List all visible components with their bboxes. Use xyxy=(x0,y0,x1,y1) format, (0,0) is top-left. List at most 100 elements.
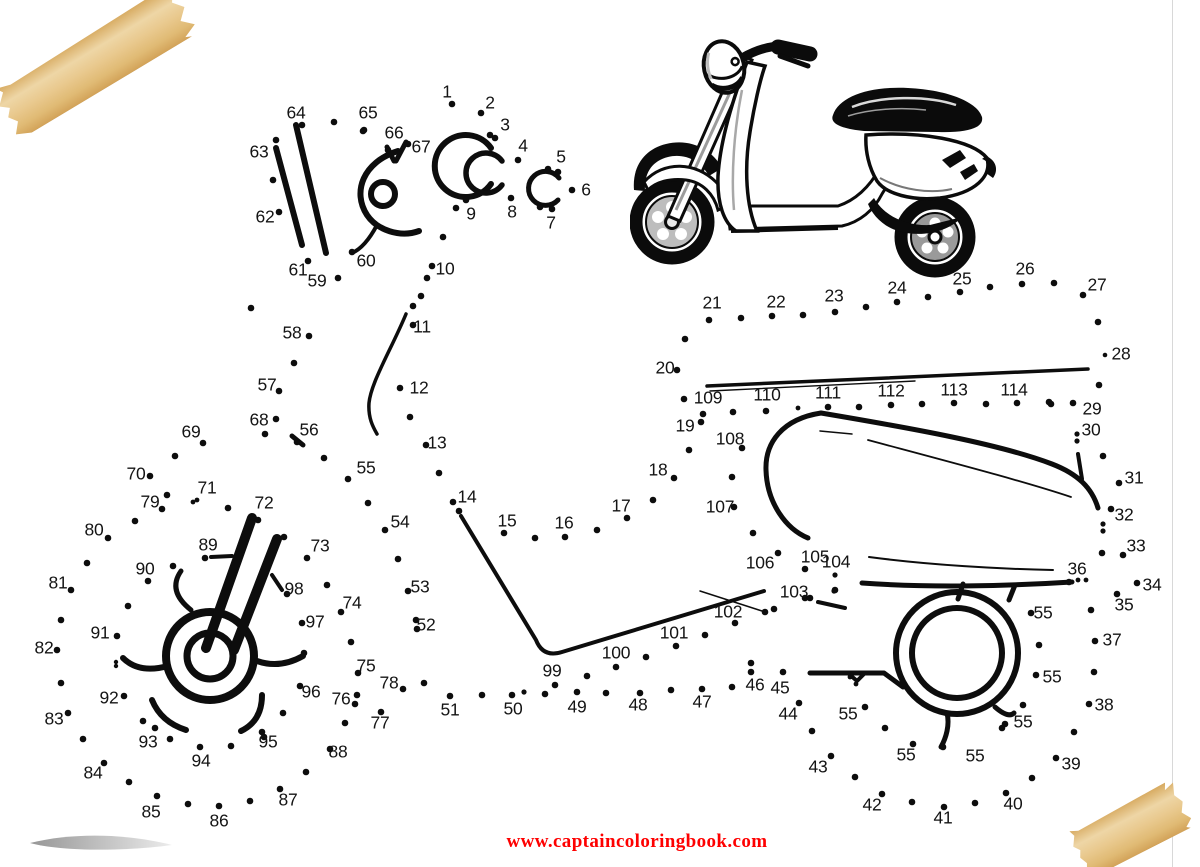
puzzle-dot xyxy=(341,719,349,727)
puzzle-dot xyxy=(53,646,61,654)
dot-number: 31 xyxy=(1124,467,1144,488)
dot-number: 41 xyxy=(933,807,953,828)
puzzle-stroke xyxy=(938,710,951,750)
dot-number: 43 xyxy=(808,756,828,777)
dot-number: 72 xyxy=(254,492,274,513)
dot-number: 55 xyxy=(1033,602,1053,623)
puzzle-dot xyxy=(761,608,769,616)
puzzle-dot xyxy=(399,685,407,693)
puzzle-dot xyxy=(276,785,284,793)
puzzle-dot xyxy=(561,533,569,541)
puzzle-dot xyxy=(125,778,133,786)
puzzle-dot xyxy=(139,717,147,725)
puzzle-dot xyxy=(348,248,356,256)
dot-number: 54 xyxy=(390,511,410,532)
puzzle-dot xyxy=(1074,438,1080,444)
puzzle-dot xyxy=(1052,754,1060,762)
dot-number: 13 xyxy=(427,432,447,453)
puzzle-dot xyxy=(396,384,404,392)
puzzle-dot xyxy=(215,802,223,810)
dot-number: 30 xyxy=(1081,419,1101,440)
puzzle-dot xyxy=(330,118,338,126)
puzzle-stroke xyxy=(459,514,766,656)
puzzle-ring xyxy=(893,589,1021,717)
puzzle-dot xyxy=(275,208,283,216)
dot-number: 94 xyxy=(191,750,211,771)
puzzle-dot xyxy=(779,668,787,676)
puzzle-dot xyxy=(908,798,916,806)
puzzle-dot xyxy=(909,740,917,748)
puzzle-dot xyxy=(847,674,853,680)
puzzle-dot xyxy=(649,496,657,504)
dot-number: 37 xyxy=(1102,629,1122,650)
puzzle-dot xyxy=(1019,701,1027,709)
puzzle-dot xyxy=(1107,505,1115,513)
dot-number: 38 xyxy=(1094,694,1114,715)
puzzle-dot xyxy=(950,399,958,407)
dot-number: 48 xyxy=(628,694,648,715)
shadow-swoosh xyxy=(30,835,172,850)
puzzle-dot xyxy=(747,659,755,667)
puzzle-dot xyxy=(1075,577,1081,583)
puzzle-dot xyxy=(851,773,859,781)
dot-number: 114 xyxy=(1000,379,1028,400)
puzzle-dot xyxy=(347,638,355,646)
engine-block xyxy=(868,198,962,234)
puzzle-dot xyxy=(190,499,196,505)
watermark-url: www.captaincoloringbook.com xyxy=(506,831,768,852)
puzzle-dot xyxy=(521,689,527,695)
puzzle-dot xyxy=(300,649,308,657)
puzzle-dot xyxy=(448,100,456,108)
helmet-icon xyxy=(701,39,747,95)
puzzle-dot xyxy=(1079,291,1087,299)
puzzle-dot xyxy=(593,526,601,534)
scooter-reference-image xyxy=(630,39,997,278)
dot-number: 1 xyxy=(442,81,452,102)
puzzle-dot xyxy=(258,728,266,736)
puzzle-dot xyxy=(768,312,776,320)
dot-number: 93 xyxy=(138,731,158,752)
seat-gloss xyxy=(851,96,957,109)
dot-number: 83 xyxy=(44,708,64,729)
puzzle-dot xyxy=(827,752,835,760)
dot-number: 70 xyxy=(126,463,146,484)
puzzle-dot xyxy=(260,733,268,741)
puzzle-stroke xyxy=(1076,452,1084,481)
dot-number: 76 xyxy=(331,688,351,709)
dot-number: 92 xyxy=(99,687,119,708)
puzzle-dot xyxy=(1013,399,1021,407)
puzzle-dot xyxy=(227,742,235,750)
puzzle-dot xyxy=(1100,528,1106,534)
puzzle-dot xyxy=(1027,609,1035,617)
puzzle-dot xyxy=(508,691,516,699)
puzzle-dot xyxy=(166,735,174,743)
puzzle-dot xyxy=(435,469,443,477)
puzzle-dot xyxy=(196,743,204,751)
puzzle-dot xyxy=(705,316,713,324)
dot-number: 56 xyxy=(299,419,319,440)
puzzle-dot xyxy=(279,709,287,717)
puzzle-stroke xyxy=(254,653,306,668)
dot-number: 28 xyxy=(1111,343,1131,364)
puzzle-dot xyxy=(795,699,803,707)
puzzle-dot xyxy=(303,554,311,562)
puzzle-dot xyxy=(672,642,680,650)
puzzle-dot xyxy=(413,625,421,633)
puzzle-dot xyxy=(1050,279,1058,287)
dot-number: 7 xyxy=(546,212,556,233)
puzzle-dot xyxy=(269,176,277,184)
handle-grip xyxy=(770,39,818,62)
puzzle-stroke xyxy=(526,168,562,208)
puzzle-dot xyxy=(455,507,463,515)
panel-crease xyxy=(879,177,953,193)
puzzle-dot xyxy=(144,577,152,585)
puzzle-dot xyxy=(862,303,870,311)
puzzle-dot xyxy=(477,109,485,117)
dot-number: 17 xyxy=(611,495,631,516)
puzzle-dot xyxy=(153,792,161,800)
puzzle-dot xyxy=(1090,668,1098,676)
panel-mark xyxy=(942,150,966,168)
puzzle-dot xyxy=(1115,479,1123,487)
